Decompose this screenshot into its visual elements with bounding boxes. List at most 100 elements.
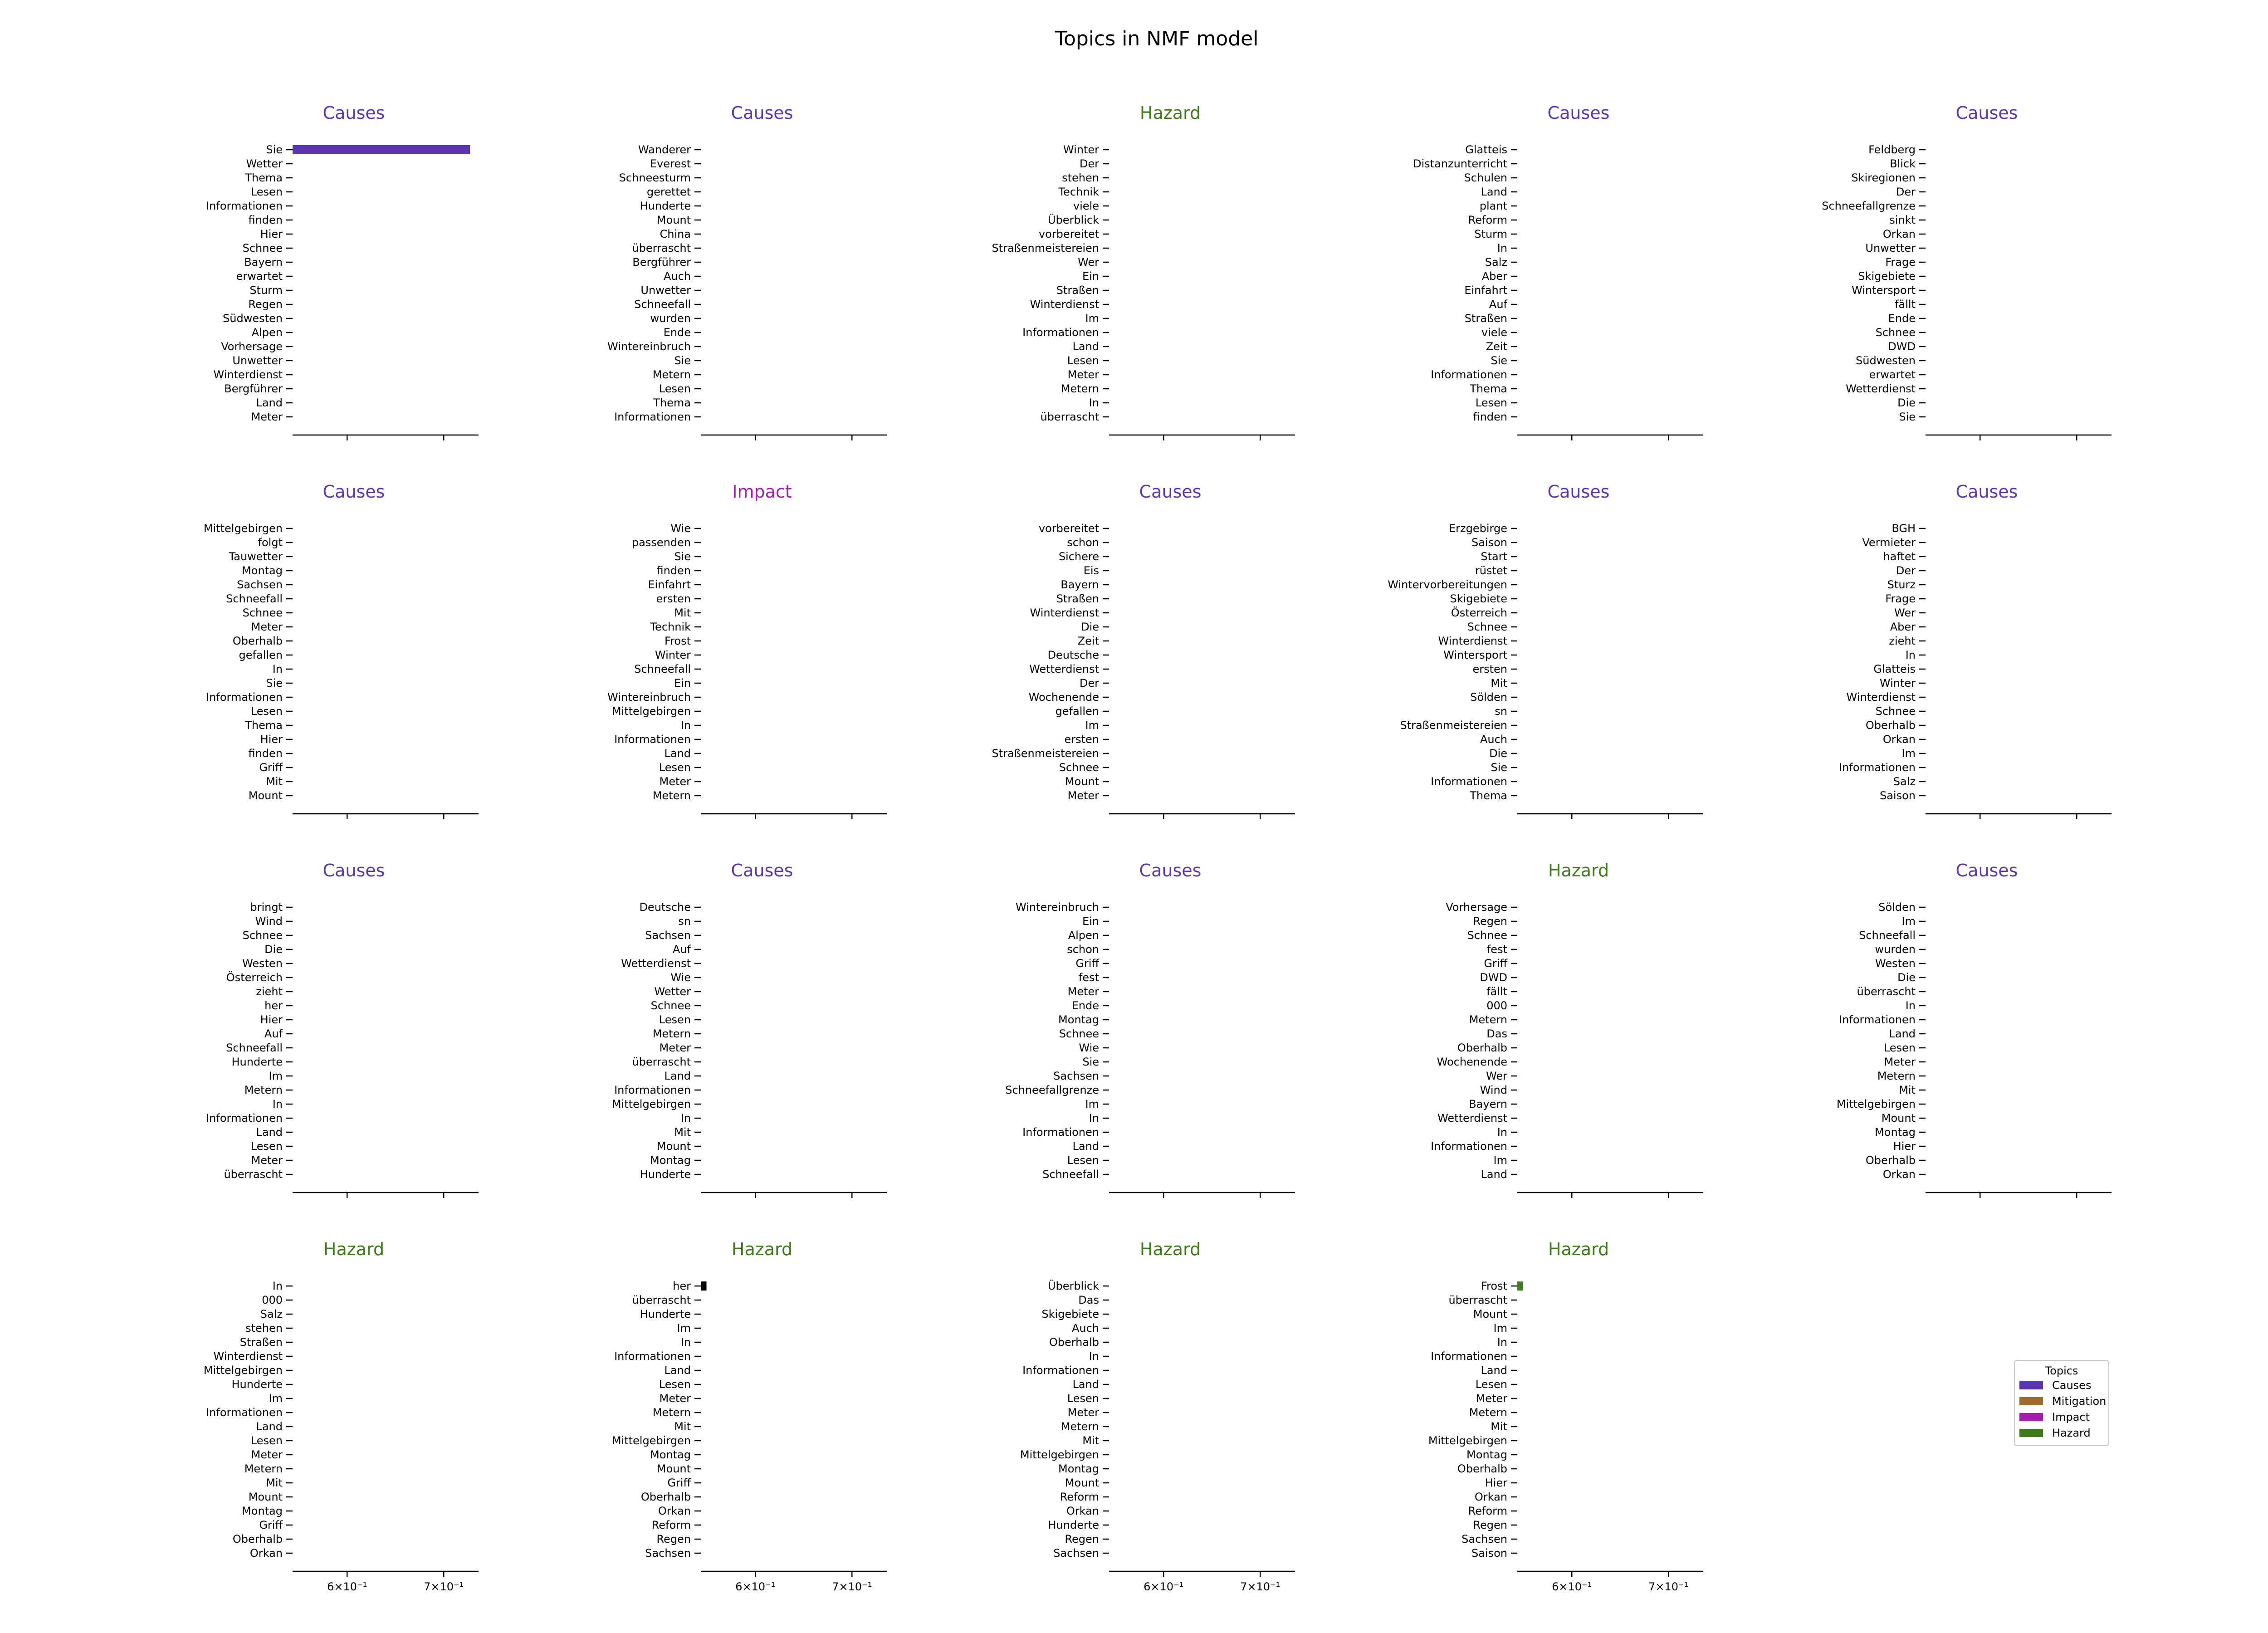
y-tick-label: Wind	[255, 915, 283, 928]
subplot-12: CausesDeutschesnSachsenAufWetterdienstWi…	[612, 861, 887, 1198]
y-tick-label: Mittelgebirgen	[612, 1098, 691, 1110]
y-tick-label: Orkan	[1883, 1168, 1916, 1181]
y-tick-label: Salz	[1893, 775, 1916, 788]
y-tick-label: Land	[664, 1070, 691, 1082]
y-tick-label: Montag	[242, 564, 283, 577]
y-tick-label: Wie	[1079, 1041, 1099, 1054]
y-tick-label: Straßenmeistereien	[992, 747, 1099, 760]
y-tick-label: Im	[1494, 1154, 1507, 1167]
y-tick-label: Lesen	[659, 1013, 691, 1026]
y-tick-label: Metern	[653, 1027, 691, 1040]
y-tick-label: Meter	[659, 775, 691, 788]
y-tick-label: Land	[1481, 1364, 1507, 1377]
x-tick-label: 7×10⁻¹	[1240, 1580, 1280, 1593]
y-tick-label: Auch	[1072, 1322, 1099, 1335]
subplot-8: CausesvorbereitetschonSichereEisBayernSt…	[992, 482, 1295, 819]
y-tick-label: China	[660, 228, 691, 240]
y-tick-label: Hier	[260, 733, 283, 746]
y-tick-label: Westen	[242, 957, 283, 970]
y-tick-label: Aber	[1890, 621, 1916, 633]
y-tick-label: Metern	[653, 1406, 691, 1419]
y-tick-label: Wanderer	[638, 143, 691, 156]
legend-title: Topics	[2045, 1364, 2078, 1377]
y-tick-label: Lesen	[1476, 396, 1507, 409]
y-tick-label: Österreich	[226, 971, 283, 984]
y-tick-label: Winterdienst	[1030, 606, 1100, 619]
y-tick-label: erwartet	[1869, 368, 1916, 381]
y-tick-label: Straßen	[1465, 312, 1507, 325]
y-tick-label: stehen	[245, 1322, 283, 1335]
subplot-title: Causes	[1548, 482, 1610, 502]
y-tick-label: wurden	[1875, 943, 1916, 956]
y-tick-label: Sie	[1491, 761, 1507, 774]
subplot-title: Causes	[323, 103, 385, 123]
subplot-3: HazardWinterDerstehenTechnikvieleÜberbli…	[992, 103, 1295, 440]
y-tick-label: Metern	[1061, 1420, 1099, 1433]
y-tick-label: Sachsen	[1053, 1070, 1099, 1082]
legend-item-hazard: Hazard	[2019, 1425, 2108, 1441]
y-tick-label: Meter	[659, 1041, 691, 1054]
y-tick-label: DWD	[1888, 340, 1916, 353]
y-tick-label: Sachsen	[1461, 1533, 1507, 1545]
y-tick-label: In	[1906, 999, 1916, 1012]
y-tick-label: Hier	[260, 1013, 283, 1026]
y-tick-label: überrascht	[632, 242, 691, 254]
y-tick-label: Skiregionen	[1851, 171, 1916, 184]
y-tick-label: ersten	[1064, 733, 1099, 746]
bar	[1517, 1281, 1523, 1291]
y-tick-label: Orkan	[1883, 733, 1916, 746]
y-tick-label: Mit	[266, 1477, 283, 1489]
y-tick-label: Schneefall	[1042, 1168, 1099, 1181]
y-tick-label: Sie	[1491, 354, 1507, 367]
y-tick-label: Hunderte	[1048, 1519, 1099, 1531]
y-tick-label: Oberhalb	[233, 635, 283, 647]
y-tick-label: Winter	[655, 649, 691, 661]
y-tick-label: Thema	[653, 396, 691, 409]
y-tick-label: viele	[1481, 326, 1507, 339]
y-tick-label: Die	[1897, 396, 1916, 409]
y-tick-label: Land	[256, 1126, 283, 1139]
y-tick-label: Regen	[1065, 1533, 1099, 1545]
y-tick-label: Mit	[674, 1126, 691, 1139]
y-tick-label: Schneefallgrenze	[1822, 200, 1916, 212]
y-tick-label: zieht	[256, 985, 283, 998]
y-tick-label: Mount	[657, 1140, 691, 1153]
y-tick-label: Mit	[674, 606, 691, 619]
legend-label-hazard: Hazard	[2052, 1426, 2091, 1439]
subplot-title: Causes	[1548, 103, 1610, 123]
y-tick-label: Im	[1085, 312, 1099, 325]
subplot-18: HazardÜberblickDasSkigebieteAuchOberhalb…	[1020, 1239, 1295, 1593]
y-tick-label: Lesen	[251, 1434, 283, 1447]
x-tick-label: 6×10⁻¹	[735, 1580, 775, 1593]
y-tick-label: Auf	[264, 1027, 283, 1040]
y-tick-label: Einfahrt	[648, 578, 691, 591]
subplot-title: Hazard	[1548, 861, 1609, 880]
y-tick-label: Zeit	[1486, 340, 1507, 353]
x-tick-label: 7×10⁻¹	[1648, 1580, 1688, 1593]
y-tick-label: Ende	[1888, 312, 1916, 325]
y-tick-label: Wetterdienst	[1846, 382, 1916, 395]
y-tick-label: Wintersport	[1852, 284, 1916, 297]
y-tick-label: Hunderte	[231, 1378, 283, 1391]
y-tick-label: Überblick	[1048, 1279, 1099, 1292]
y-tick-label: Mount	[1065, 1477, 1099, 1489]
y-tick-label: finden	[248, 214, 283, 226]
y-tick-label: Wintervorbereitungen	[1388, 578, 1507, 591]
y-tick-label: Die	[264, 943, 283, 956]
y-tick-label: Metern	[1469, 1013, 1507, 1026]
y-tick-label: Im	[1902, 915, 1916, 928]
y-tick-label: Land	[664, 747, 691, 760]
y-tick-label: Meter	[251, 1448, 283, 1461]
y-tick-label: Das	[1078, 1294, 1099, 1306]
y-tick-label: Im	[677, 1322, 691, 1335]
y-tick-label: Hier	[260, 228, 283, 240]
y-tick-label: Informationen	[614, 411, 691, 423]
y-tick-label: Orkan	[658, 1505, 691, 1517]
y-tick-label: Schneesturm	[619, 171, 691, 184]
y-tick-label: In	[1089, 1350, 1099, 1363]
y-tick-label: Schnee	[243, 606, 283, 619]
y-tick-label: sn	[1495, 705, 1507, 718]
y-tick-label: überrascht	[1040, 411, 1099, 423]
y-tick-label: Orkan	[1066, 1505, 1099, 1517]
y-tick-label: Informationen	[1022, 1126, 1099, 1139]
